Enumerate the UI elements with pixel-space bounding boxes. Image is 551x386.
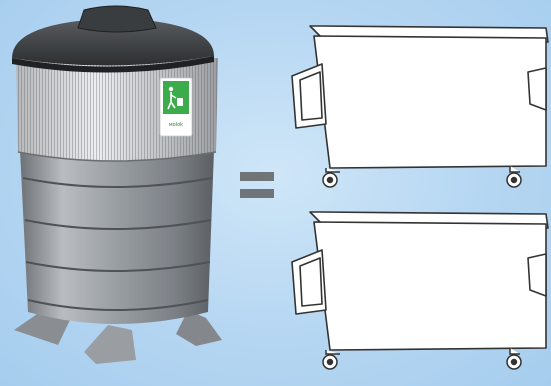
dumpster-wheel (323, 168, 340, 187)
dumpster-wheel (507, 348, 521, 369)
equals-bar-top (240, 172, 274, 181)
dumpster-end-bracket (528, 68, 546, 110)
container-foot (84, 325, 136, 364)
equals-sign (240, 172, 274, 198)
dumpster-end-bracket (528, 254, 546, 296)
dumpster-icon (292, 212, 548, 369)
dumpster-body (314, 36, 546, 168)
badge-label: моlok (169, 122, 183, 128)
dumpster-wheel (323, 350, 340, 369)
dumpster-wheel (507, 166, 521, 187)
dumpster-icon (292, 26, 548, 187)
container-body (20, 150, 214, 324)
recycling-badge: моlok (160, 78, 192, 136)
waste-container-bin: моlok (12, 6, 222, 364)
lid-hatch (78, 6, 156, 32)
dumpster-body (314, 222, 546, 350)
equals-bar-bottom (240, 189, 274, 198)
